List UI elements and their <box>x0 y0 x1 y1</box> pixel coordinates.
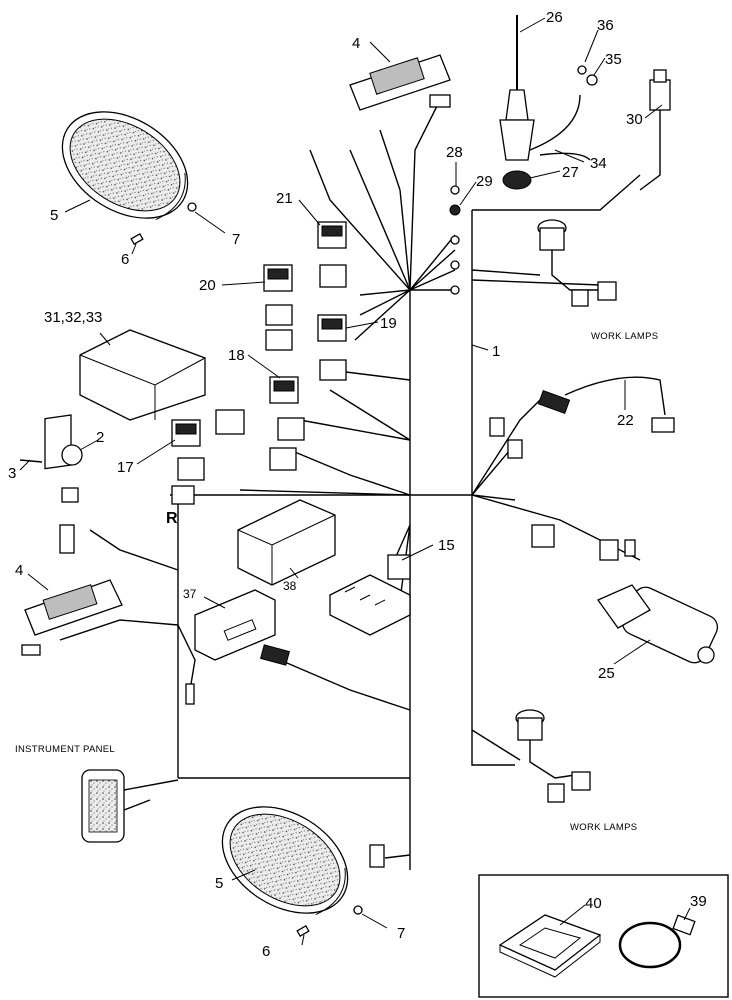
callout-27: 27 <box>562 164 579 181</box>
speaker-top <box>61 111 189 221</box>
control-module <box>79 329 206 421</box>
cable-tie-39 <box>618 914 696 969</box>
callout-39: 39 <box>690 893 707 910</box>
callout-40: 40 <box>585 895 602 912</box>
callout-labels: 1 2 3 4 4 5 5 6 6 7 7 15 17 18 19 20 21 … <box>8 9 707 960</box>
instrument-panel-label: INSTRUMENT PANEL <box>15 744 115 755</box>
screw-6-bottom <box>296 925 310 937</box>
harness-connector-left <box>59 524 75 554</box>
work-lamps-label-bottom: WORK LAMPS <box>570 822 637 833</box>
instrument-panel-connector <box>81 769 179 843</box>
callout-19: 19 <box>380 315 397 332</box>
callout-25: 25 <box>598 665 615 682</box>
callout-17: 17 <box>117 459 134 476</box>
callout-38: 38 <box>283 579 297 593</box>
nut-7-bottom <box>353 905 363 915</box>
callout-18: 18 <box>228 347 245 364</box>
connector-plug <box>260 644 290 666</box>
relay-15 <box>387 554 411 580</box>
work-lamp-top <box>537 219 617 307</box>
callout-22: 22 <box>617 412 634 429</box>
callout-31-32-33: 31,32,33 <box>44 309 102 326</box>
switch-21 <box>317 221 347 249</box>
work-lamp-bottom <box>515 709 591 803</box>
dome-lamp-top <box>349 54 451 111</box>
callout-1: 1 <box>492 343 500 360</box>
cable-tie-mount-40 <box>498 914 602 978</box>
callout-30: 30 <box>626 111 643 128</box>
callout-26: 26 <box>546 9 563 26</box>
nut-35-36 <box>577 65 598 86</box>
connectors-right <box>531 524 636 561</box>
callout-20: 20 <box>199 277 216 294</box>
callout-15: 15 <box>438 537 455 554</box>
switch-19 <box>265 304 347 351</box>
wiper-motor-25 <box>597 584 719 664</box>
callout-6-bottom: 6 <box>262 943 270 960</box>
callout-21: 21 <box>276 190 293 207</box>
switch-17 <box>171 419 297 505</box>
inset-frame <box>478 874 729 998</box>
callout-4-top: 4 <box>352 35 360 52</box>
callout-36: 36 <box>597 17 614 34</box>
callout-7-bottom: 7 <box>397 925 405 942</box>
antenna <box>499 15 591 190</box>
callout-5-bottom: 5 <box>215 875 223 892</box>
speaker-bottom-connector <box>369 844 385 868</box>
callout-R: R <box>166 510 178 527</box>
area-labels: WORK LAMPS WORK LAMPS INSTRUMENT PANEL <box>15 331 658 833</box>
nut-7-top <box>187 202 197 212</box>
callout-2: 2 <box>96 429 104 446</box>
callout-3: 3 <box>8 465 16 482</box>
callout-37: 37 <box>183 587 197 601</box>
fasteners-28-29 <box>449 185 461 295</box>
callout-34: 34 <box>590 155 607 172</box>
fuse-block <box>329 574 411 636</box>
radio-housing-38 <box>237 499 336 586</box>
switch-20 <box>263 264 347 292</box>
callout-5-top: 5 <box>50 207 58 224</box>
jumper-harness-22 <box>489 376 675 459</box>
leader-lines <box>19 17 691 946</box>
switch-18 <box>215 359 347 441</box>
module-37 <box>194 589 276 661</box>
dome-lamp-left <box>21 579 123 656</box>
inline-fuse <box>185 683 195 705</box>
speaker-bottom <box>221 806 349 916</box>
callout-35: 35 <box>605 51 622 68</box>
callout-29: 29 <box>476 173 493 190</box>
callout-4-left: 4 <box>15 562 23 579</box>
callout-6-top: 6 <box>121 251 129 268</box>
switch-30 <box>639 69 671 191</box>
callout-7-top: 7 <box>232 231 240 248</box>
callout-28: 28 <box>446 144 463 161</box>
switch-assembly-2 <box>19 414 83 503</box>
screw-6-top <box>130 233 144 245</box>
work-lamps-label-top: WORK LAMPS <box>591 331 658 342</box>
